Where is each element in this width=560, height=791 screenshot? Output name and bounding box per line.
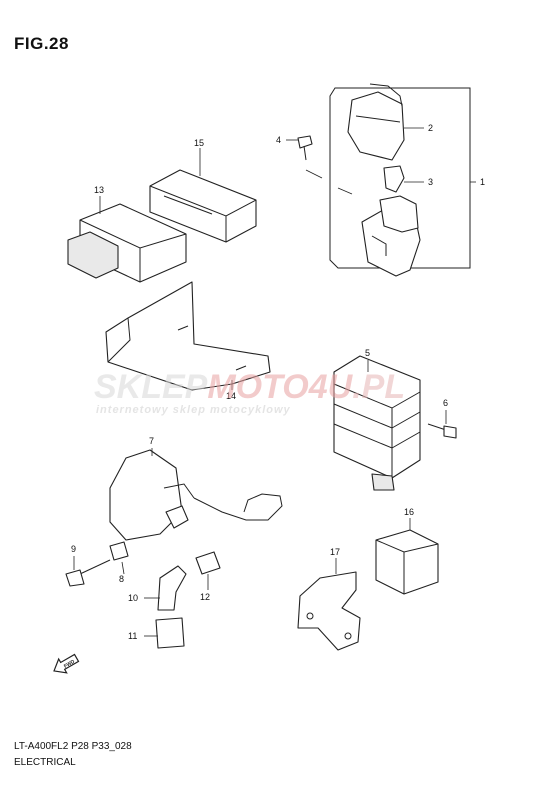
- ignition-coil-body: [109, 449, 183, 541]
- callout-12: 12: [200, 592, 210, 602]
- coupler-bracket-hole: [306, 612, 314, 620]
- mounting-plate-fold: [107, 317, 131, 363]
- callout-13: 13: [94, 185, 104, 195]
- spacer-collar: [109, 541, 129, 561]
- mounting-plate-slot-b: [235, 365, 247, 371]
- figure-title: FIG.28: [14, 34, 69, 53]
- watermark-brand: SKLEPMOTO4U.PL: [94, 368, 405, 406]
- callout-16: 16: [404, 507, 414, 517]
- forward-arrow-shape: [53, 653, 80, 674]
- mounting-plate: [105, 281, 271, 391]
- callout-8: 8: [119, 574, 124, 584]
- regulator-plug: [371, 473, 395, 491]
- plug-cap: [157, 565, 187, 611]
- mounting-plate-slot: [177, 325, 189, 331]
- leader-8: [121, 561, 125, 575]
- ignition-coil-lead: [163, 483, 195, 499]
- screw-shank: [303, 145, 307, 161]
- relay-fuse: [383, 165, 405, 193]
- ecm-cover-body: [149, 169, 257, 243]
- screw-head: [297, 135, 313, 149]
- coil-bolt-shank: [79, 559, 111, 575]
- watermark: SKLEPMOTO4U.PL internetowy sklep motocyk…: [94, 368, 405, 416]
- callout-numbers: 1 2 3 4 5 6 7 8 9 10 11 12 13 14 15 16 1…: [71, 123, 485, 641]
- coupler-bracket: [297, 571, 361, 651]
- forward-arrow-icon: FWD: [53, 653, 80, 674]
- callout-17: 17: [330, 547, 340, 557]
- watermark-tagline: internetowy sklep motocyklowy: [96, 404, 291, 416]
- regulator-bolt: [427, 423, 457, 439]
- callout-11: 11: [128, 631, 137, 641]
- relay-cover: [347, 91, 405, 161]
- plug-cap-cover: [155, 617, 185, 649]
- relay-terminal-block: [379, 195, 419, 233]
- watermark-brand-logo: 4U: [308, 368, 354, 406]
- starter-relay-assembly: [297, 83, 471, 277]
- relay-cover-top: [369, 83, 403, 107]
- ecm-connector: [67, 231, 119, 279]
- regulator-rectifier: [333, 355, 421, 491]
- watermark-brand-left: SKLEP: [94, 368, 208, 406]
- relay-terminal: [371, 235, 387, 256]
- screw-dashline: [305, 169, 323, 179]
- coupler-bracket-hole-b: [344, 632, 352, 640]
- relay-cover-ridge: [355, 115, 401, 123]
- callout-10: 10: [128, 593, 138, 603]
- coil-fasteners: [65, 541, 129, 587]
- watermark-brand-right: .PL: [352, 368, 405, 406]
- regulator-bolt-shank: [427, 423, 447, 431]
- callout-14: 14: [226, 391, 236, 401]
- leader-lines: [73, 127, 476, 637]
- ignition-coil-cable: [193, 493, 283, 521]
- drawing-code: LT-A400FL2 P28 P33_028: [14, 741, 132, 752]
- regulator-bolt-head: [443, 425, 457, 439]
- ecm-cover: [149, 169, 257, 243]
- coupler-body: [375, 529, 439, 595]
- coil-bolt-head: [65, 569, 85, 587]
- callout-5: 5: [365, 348, 370, 358]
- ignition-coil: [109, 449, 283, 541]
- ecm-unit: [67, 203, 187, 283]
- coupler-connector: [375, 529, 439, 595]
- forward-arrow-label: FWD: [63, 659, 76, 670]
- callout-4: 4: [276, 135, 281, 145]
- plug-cap-parts: [155, 551, 221, 649]
- coil-grommet: [195, 551, 221, 575]
- ignition-coil-clip: [165, 505, 189, 529]
- callout-6: 6: [443, 398, 448, 408]
- callout-15: 15: [194, 138, 204, 148]
- callout-7: 7: [149, 436, 154, 446]
- section-name: ELECTRICAL: [14, 757, 76, 768]
- coupler-bracket-body: [297, 571, 361, 651]
- regulator-body: [333, 355, 421, 479]
- callout-3: 3: [428, 177, 433, 187]
- screw-dashline-b: [337, 187, 353, 195]
- watermark-brand-mid: MOTO: [207, 368, 308, 406]
- assembly-bracket: [329, 87, 471, 269]
- callout-1: 1: [480, 177, 485, 187]
- callout-2: 2: [428, 123, 433, 133]
- mounting-plate-body: [105, 281, 271, 391]
- callout-9: 9: [71, 544, 76, 554]
- ecm-cover-slot: [163, 195, 213, 215]
